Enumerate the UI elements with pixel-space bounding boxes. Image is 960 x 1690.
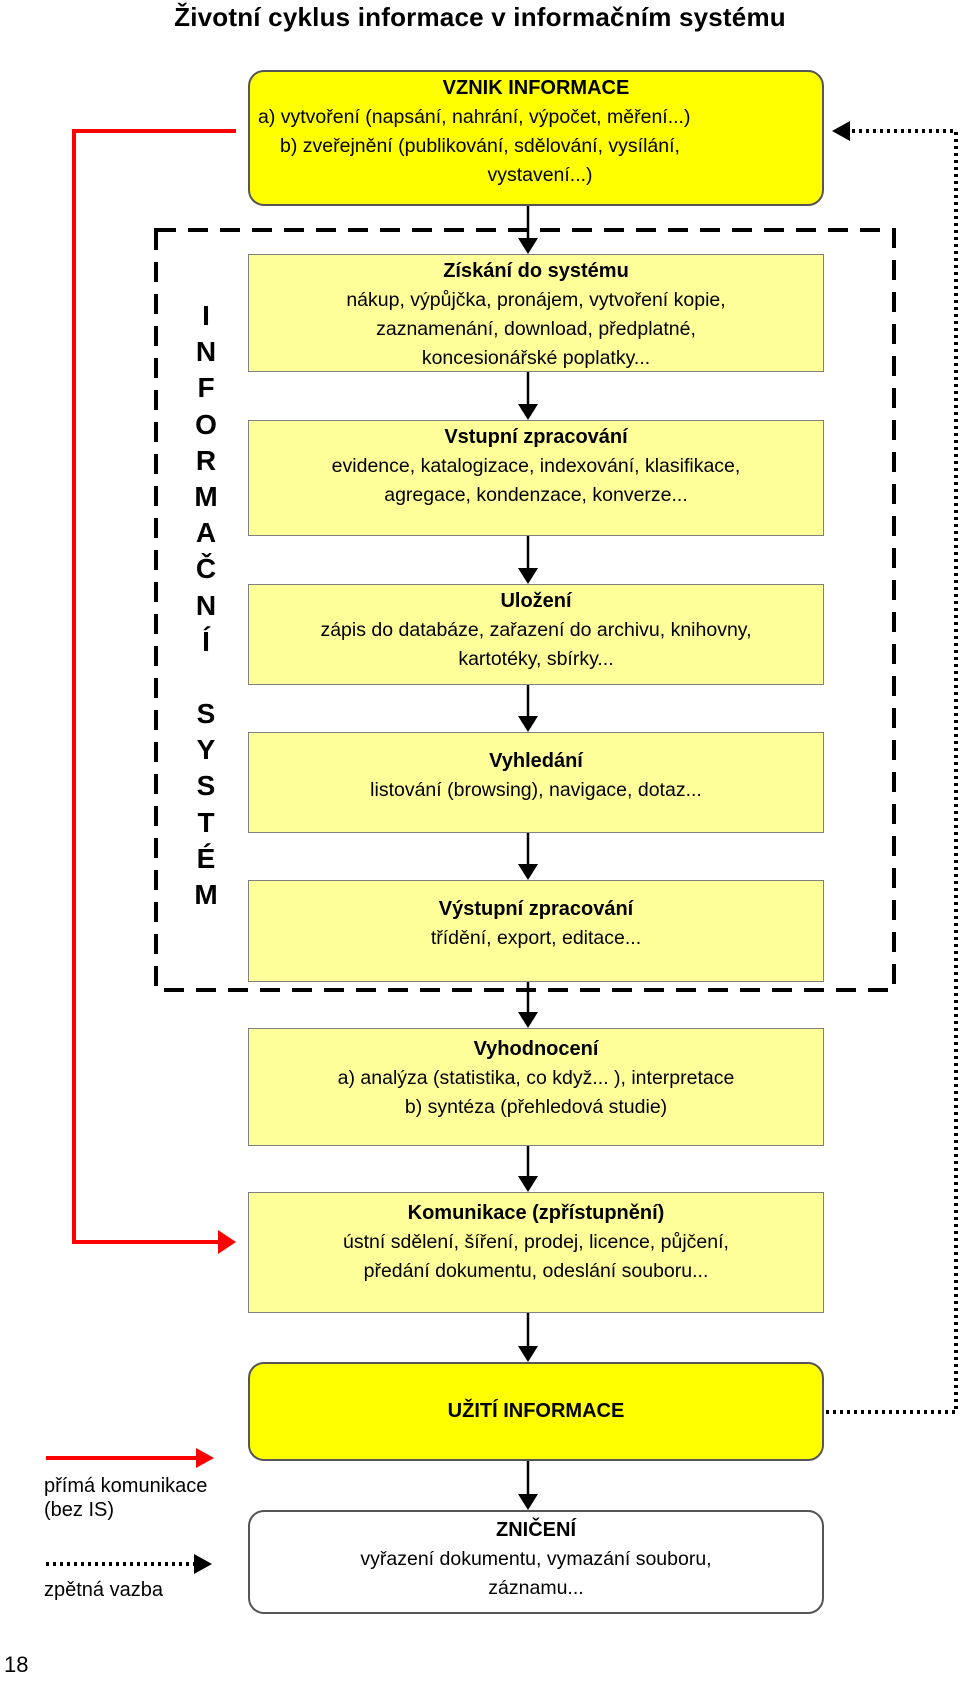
- origin-line: vystavení...): [487, 164, 593, 186]
- label-letter: É: [196, 842, 216, 874]
- label-letter: T: [197, 806, 215, 838]
- communication-line: předání dokumentu, odeslání souboru...: [363, 1260, 709, 1282]
- origin-heading: VZNIK INFORMACE: [442, 77, 630, 99]
- step-line: zaznamenání, download, předplatné,: [376, 318, 696, 340]
- label-letter: M: [194, 879, 218, 911]
- label-letter: N: [195, 336, 217, 368]
- step-line: listování (browsing), navigace, dotaz...: [370, 779, 702, 801]
- step-line: zápis do databáze, zařazení do archivu, …: [320, 619, 752, 641]
- step-heading: Výstupní zpracování: [438, 898, 634, 920]
- usage-box: UŽITÍ INFORMACE: [248, 1362, 824, 1461]
- label-letter: Y: [196, 734, 216, 766]
- label-letter: N: [195, 589, 217, 621]
- feedback-arrow: [826, 121, 958, 1414]
- step-output-processing: Výstupní zpracování třídění, export, edi…: [248, 880, 824, 982]
- step-line: nákup, výpůjčka, pronájem, vytvoření kop…: [346, 289, 726, 311]
- evaluation-line: a) analýza (statistika, co když... ), in…: [337, 1067, 735, 1089]
- diagram-title: Životní cyklus informace v informačním s…: [174, 2, 786, 32]
- evaluation-box: Vyhodnocení a) analýza (statistika, co k…: [248, 1028, 824, 1146]
- label-letter: A: [195, 517, 217, 549]
- legend-direct-line: (bez IS): [44, 1499, 115, 1521]
- legend-feedback-arrow: [46, 1554, 212, 1574]
- label-letter: I: [202, 300, 210, 331]
- direct-communication-arrow: [72, 129, 236, 1254]
- legend-direct-arrow: [46, 1448, 214, 1468]
- information-system-frame: [154, 228, 896, 992]
- evaluation-line: b) syntéza (přehledová studie): [404, 1096, 668, 1118]
- step-line: agregace, kondenzace, konverze...: [384, 484, 688, 506]
- step-heading: Vstupní zpracování: [444, 426, 628, 448]
- communication-line: ústní sdělení, šíření, prodej, licence, …: [343, 1231, 729, 1253]
- label-letter: R: [195, 444, 217, 476]
- destruction-box: ZNIČENÍ vyřazení dokumentu, vymazání sou…: [248, 1510, 824, 1614]
- legend-feedback-label: zpětná vazba: [44, 1579, 163, 1601]
- label-letter: S: [196, 770, 216, 802]
- step-heading: Vyhledání: [489, 750, 583, 772]
- information-system-label: I N F O R M A Č N Í S Y S T É M: [186, 298, 226, 913]
- step-heading: Uložení: [500, 590, 572, 612]
- legend-direct-line: přímá komunikace: [44, 1475, 208, 1497]
- legend-direct-label: přímá komunikace (bez IS): [44, 1474, 207, 1522]
- label-letter: Č: [195, 553, 217, 585]
- step-heading: Získání do systému: [443, 260, 629, 282]
- step-input-processing: Vstupní zpracování evidence, katalogizac…: [248, 420, 824, 536]
- page-number: 18: [4, 1652, 29, 1677]
- origin-line: a) vytvoření (napsání, nahrání, výpočet,…: [258, 106, 691, 128]
- origin-box: VZNIK INFORMACE a) vytvoření (napsání, n…: [248, 70, 824, 206]
- step-acquisition: Získání do systému nákup, výpůjčka, pron…: [248, 254, 824, 372]
- step-storage: Uložení zápis do databáze, zařazení do a…: [248, 584, 824, 685]
- step-line: evidence, katalogizace, indexování, klas…: [331, 455, 741, 477]
- communication-box: Komunikace (zpřístupnění) ústní sdělení,…: [248, 1192, 824, 1313]
- step-retrieval: Vyhledání listování (browsing), navigace…: [248, 732, 824, 833]
- step-line: třídění, export, editace...: [430, 927, 642, 949]
- destruction-line: vyřazení dokumentu, vymazání souboru,: [360, 1548, 712, 1570]
- usage-heading: UŽITÍ INFORMACE: [447, 1400, 625, 1422]
- label-letter: S: [196, 698, 216, 730]
- label-letter: Í: [202, 625, 210, 657]
- label-letter: F: [197, 372, 215, 404]
- step-line: kartotéky, sbírky...: [458, 648, 614, 670]
- flow-arrows: [518, 205, 538, 1510]
- step-line: koncesionářské poplatky...: [421, 347, 651, 369]
- label-letter: [186, 660, 226, 696]
- label-letter: O: [195, 408, 217, 440]
- origin-line: b) zveřejnění (publikování, sdělování, v…: [280, 135, 680, 157]
- destruction-heading: ZNIČENÍ: [496, 1519, 576, 1541]
- evaluation-heading: Vyhodnocení: [473, 1038, 599, 1060]
- communication-heading: Komunikace (zpřístupnění): [407, 1202, 665, 1224]
- destruction-line: záznamu...: [488, 1577, 584, 1599]
- label-letter: M: [194, 481, 218, 513]
